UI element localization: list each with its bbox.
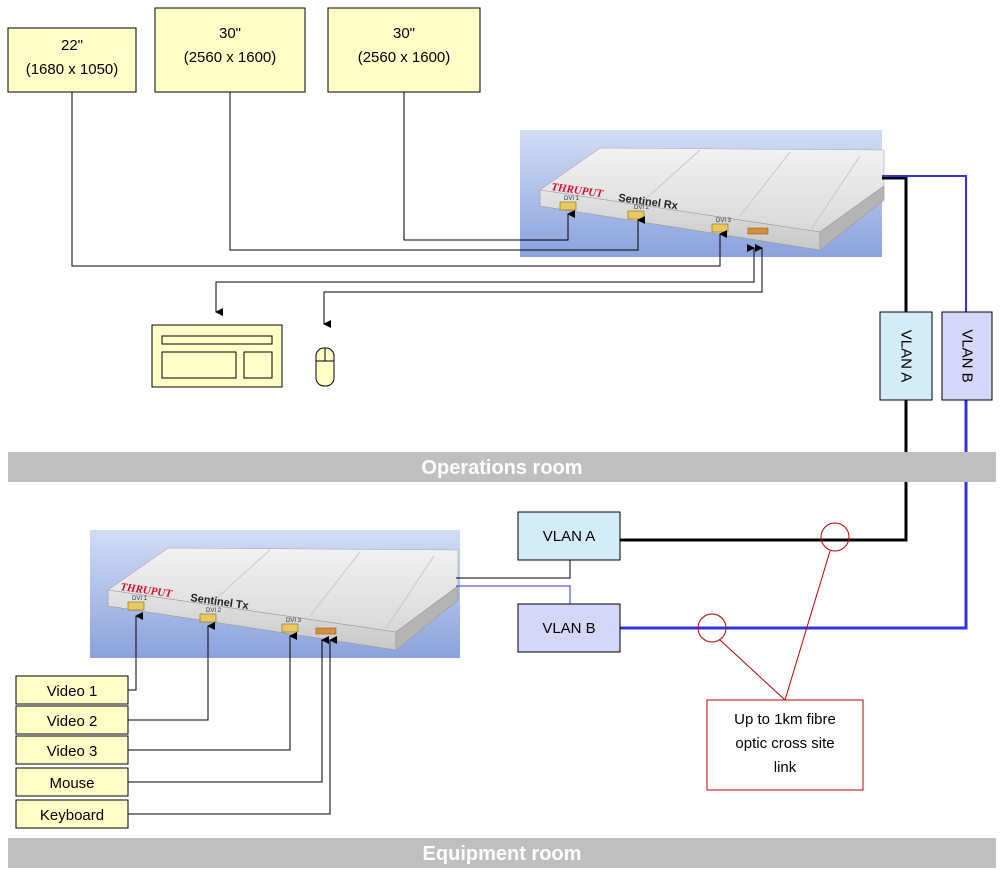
sentinel-tx-device: THRUPUT Sentinel Tx DVI 1 DVI 2 DVI 3: [90, 530, 460, 658]
source-video-1: Video 1: [15, 675, 129, 705]
cable-mouse: [323, 244, 763, 328]
usb-port-icon: [747, 227, 769, 235]
equipment-room-label: Equipment room: [423, 843, 582, 865]
vlan-b-switch-label: VLAN B: [542, 620, 595, 637]
callout-line: Up to 1km fibre: [734, 711, 836, 728]
monitor-resolution: (1680 x 1050): [26, 61, 119, 78]
tx-input-cables: [128, 612, 337, 815]
link-vlan-a-upper: [882, 176, 908, 312]
fibre-callout: Up to 1km fibre optic cross site link: [697, 522, 864, 791]
source-label: Video 3: [47, 743, 98, 760]
cable-video2: [128, 622, 215, 721]
monitor-22: 22" (1680 x 1050): [7, 27, 137, 93]
monitor-size: 30": [219, 25, 241, 42]
port-label: DVI 2: [634, 205, 650, 211]
vlan-a-switch-label: VLAN A: [543, 528, 596, 545]
cable-tx-vlan-a: [456, 560, 571, 579]
source-label: Video 2: [47, 713, 98, 730]
monitor-resolution: (2560 x 1600): [184, 49, 277, 66]
dvi-port-icon: [127, 601, 145, 611]
dvi-port-icon: [627, 210, 645, 220]
link-vlan-b-lower: [620, 400, 968, 630]
dvi-port-icon: [199, 613, 217, 623]
source-mouse: Mouse: [15, 767, 129, 797]
vlan-a-switch: VLAN A: [517, 511, 621, 561]
monitor-size: 30": [393, 25, 415, 42]
monitor-resolution: (2560 x 1600): [358, 49, 451, 66]
cable-tx-vlan-b: [456, 585, 571, 604]
callout-line: optic cross site: [735, 735, 834, 752]
sentinel-rx-device: THRUPUT Sentinel Rx DVI 1 DVI 2 DVI 3: [520, 130, 885, 257]
dvi-port-icon: [281, 623, 299, 633]
equipment-room-band: Equipment room: [8, 838, 996, 868]
mouse-icon: [315, 347, 335, 387]
cable-dvi1: [403, 92, 575, 241]
monitor-size: 22": [61, 37, 83, 54]
source-label: Mouse: [49, 775, 94, 792]
port-label: DVI 3: [716, 218, 732, 224]
source-label: Video 1: [47, 683, 98, 700]
link-vlan-a-lower: [620, 400, 908, 542]
usb-port-icon: [315, 627, 337, 635]
keyboard-icon: [151, 324, 283, 388]
port-label: DVI 1: [132, 596, 148, 602]
cable-video1: [128, 612, 143, 691]
source-video-3: Video 3: [15, 735, 129, 765]
vlan-a-label: VLAN A: [898, 330, 915, 383]
operations-room-label: Operations room: [421, 457, 582, 479]
monitor-30-b: 30" (2560 x 1600): [327, 7, 481, 93]
vlan-a-vertical-box: VLAN A: [879, 311, 933, 401]
vlan-b-label: VLAN B: [959, 329, 976, 382]
cable-keyboard: [215, 244, 755, 316]
source-video-2: Video 2: [15, 705, 129, 735]
cable-keyboard-in: [128, 636, 337, 815]
callout-line: link: [774, 759, 797, 776]
operations-room-band: Operations room: [8, 452, 996, 482]
cable-mouse-in: [128, 636, 329, 783]
vlan-b-vertical-box: VLAN B: [941, 311, 993, 401]
port-label: DVI 2: [206, 608, 222, 614]
port-label: DVI 1: [564, 196, 580, 202]
source-label: Keyboard: [40, 807, 104, 824]
dvi-port-icon: [711, 223, 729, 233]
port-label: DVI 3: [286, 618, 302, 624]
cable-video3: [128, 632, 297, 751]
monitor-30-a: 30" (2560 x 1600): [154, 7, 306, 93]
vlan-b-switch: VLAN B: [517, 603, 621, 653]
source-keyboard: Keyboard: [15, 799, 129, 829]
dvi-port-icon: [559, 201, 577, 211]
link-vlan-b-upper: [882, 175, 967, 312]
rx-usb-cables: [215, 244, 763, 328]
